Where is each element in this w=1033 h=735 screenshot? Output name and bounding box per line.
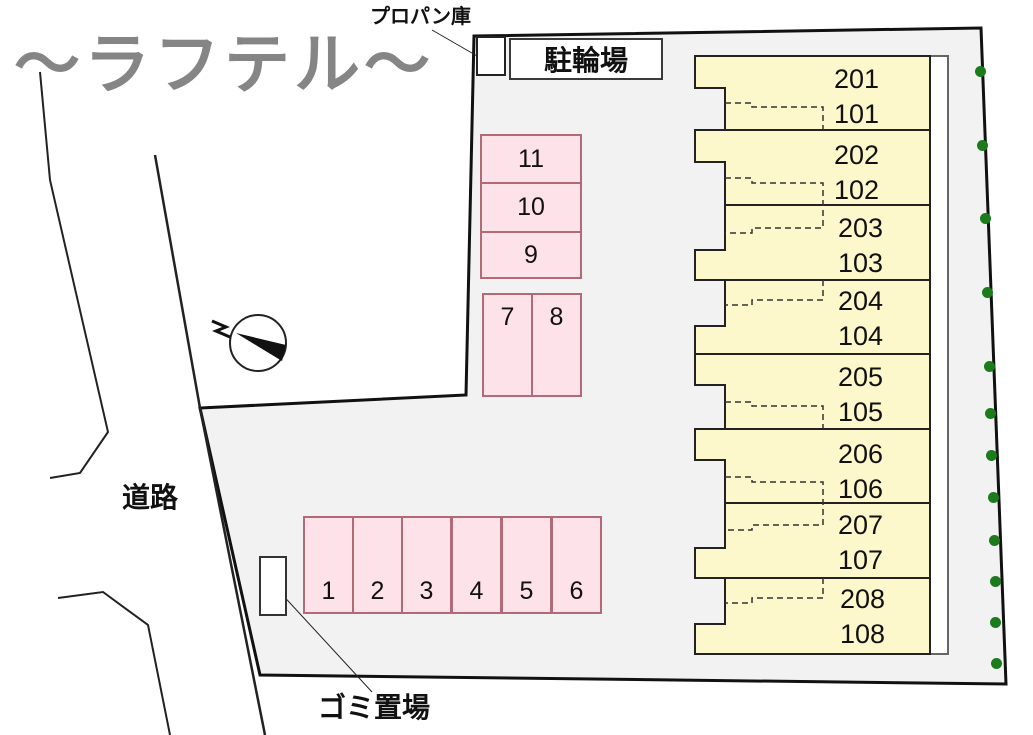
parking-space-6: 6 — [551, 516, 602, 614]
unit-207: 207 — [838, 510, 884, 540]
parking-space-7: 7 — [482, 293, 533, 397]
unit-201: 201 — [834, 64, 880, 94]
bicycle-parking-label: 駐輪場 — [543, 44, 628, 77]
garbage-leader-line — [277, 589, 373, 693]
hedge-dot — [988, 492, 999, 503]
hedge-dot — [984, 361, 995, 372]
parking-space-5: 5 — [501, 516, 552, 614]
hedge-dot — [991, 658, 1002, 669]
unit-106: 106 — [838, 474, 884, 504]
unit-101: 101 — [834, 99, 880, 129]
unit-204: 204 — [838, 286, 884, 316]
propane-storage — [476, 36, 506, 76]
garbage-area — [259, 556, 287, 616]
hedge-dot — [989, 535, 1000, 546]
parking-space-9: 9 — [480, 231, 582, 279]
propane-label: プロパン庫 — [370, 4, 471, 28]
hedge-dot — [990, 576, 1001, 587]
building-interior-dashes — [725, 102, 824, 604]
parking-space-8: 8 — [531, 293, 582, 397]
road-edge-left-lower — [57, 590, 171, 735]
parking-space-2: 2 — [352, 516, 403, 614]
unit-108: 108 — [840, 619, 886, 649]
road-label: 道路 — [122, 481, 179, 514]
unit-103: 103 — [838, 248, 884, 278]
unit-208: 208 — [840, 584, 886, 614]
unit-202: 202 — [834, 140, 880, 170]
parking-space-10: 10 — [480, 182, 582, 233]
parking-space-11: 11 — [480, 134, 582, 184]
hedge-dot — [980, 213, 991, 224]
unit-105: 105 — [838, 397, 884, 427]
unit-205: 205 — [838, 362, 884, 392]
garbage-label: ゴミ置場 — [318, 691, 431, 724]
road-edge-lot-side-lower — [198, 407, 267, 735]
hedge-dot — [990, 617, 1001, 628]
hedge-dot — [982, 287, 993, 298]
building-units-shapes — [694, 55, 931, 655]
north-arrow-icon — [211, 314, 287, 372]
hedge-dot — [977, 140, 988, 151]
unit-107: 107 — [838, 545, 884, 575]
hedge-dot — [975, 66, 986, 77]
parking-space-3: 3 — [401, 516, 452, 614]
unit-203: 203 — [838, 213, 884, 243]
parking-space-1: 1 — [303, 516, 354, 614]
bicycle-parking: 駐輪場 — [509, 38, 663, 80]
unit-206: 206 — [838, 439, 884, 469]
road-edge-lot-side — [153, 154, 202, 409]
property-title: 〜ラフテル〜 — [14, 26, 434, 103]
unit-102: 102 — [834, 175, 880, 205]
unit-104: 104 — [838, 321, 884, 351]
road-edge-left-upper — [39, 71, 110, 479]
parking-space-4: 4 — [451, 516, 502, 614]
hedge-dot — [986, 450, 997, 461]
hedge-dot — [985, 408, 996, 419]
